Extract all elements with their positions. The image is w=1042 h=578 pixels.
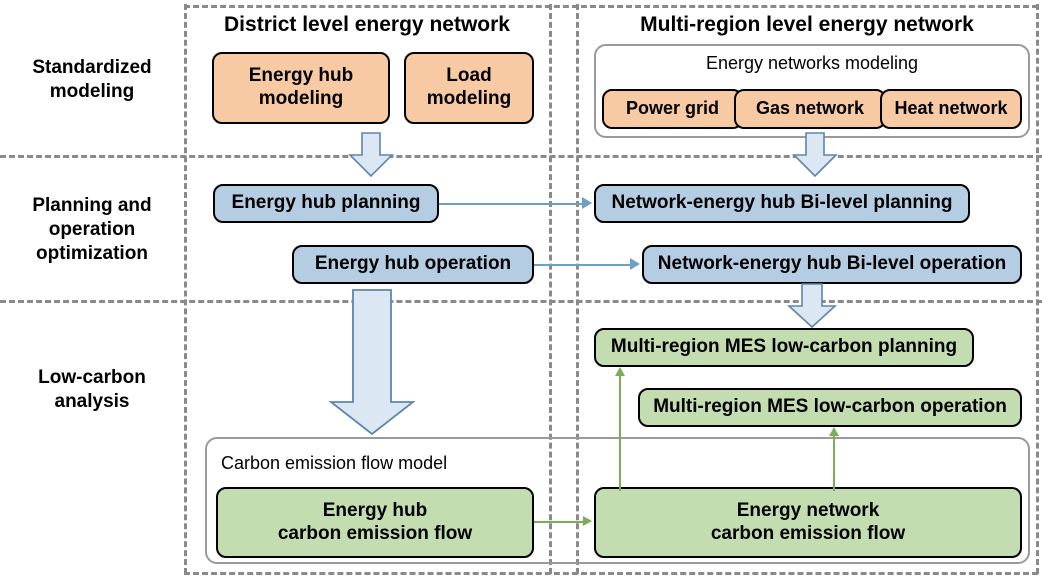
- row-label-text: Low-carbon analysis: [38, 367, 146, 412]
- node-label: Gas network: [755, 98, 865, 119]
- node-heat-network[interactable]: Heat network: [880, 89, 1022, 129]
- node-energy-hub-planning[interactable]: Energy hub planning: [213, 184, 439, 223]
- connector-network-cef-to-lowcarbon-operation: [833, 436, 835, 491]
- arrowhead-hub-operation-to-bilevel-operation: [630, 258, 640, 270]
- node-gas-network[interactable]: Gas network: [734, 89, 886, 129]
- container-carbon-emission-flow-model: [205, 437, 1030, 564]
- node-label: Multi-region MES low-carbon planning: [610, 336, 958, 358]
- node-network-energy-hub-bi-level-planning[interactable]: Network-energy hub Bi-level planning: [594, 184, 970, 223]
- row-divider-top: [184, 5, 1038, 8]
- node-label: Power grid: [625, 98, 719, 119]
- node-energy-network-carbon-emission-flow[interactable]: Energy network carbon emission flow: [594, 487, 1022, 558]
- node-line1: Energy hub: [248, 65, 354, 87]
- block-arrow-modeling-to-planning-multi-region: [792, 132, 838, 178]
- region-divider-right-close: [1036, 4, 1039, 574]
- arrowhead-hub-cef-to-network-cef: [583, 516, 592, 526]
- node-line1: Load: [446, 65, 492, 87]
- arrowhead-hub-planning-to-bilevel-planning: [582, 197, 592, 209]
- row-label-standardized-modeling: Standardized modeling: [6, 40, 178, 120]
- column-header-district-level: District level energy network: [188, 10, 546, 40]
- block-arrow-modeling-to-planning-district: [348, 132, 394, 178]
- column-header-text: Multi-region level energy network: [640, 13, 974, 36]
- row-label-planning-operation-optimization: Planning and operation optimization: [6, 185, 178, 275]
- node-line2: carbon emission flow: [277, 522, 473, 544]
- arrowhead-network-cef-to-lowcarbon-operation: [829, 427, 839, 436]
- container-title-energy-networks-modeling: Energy networks modeling: [705, 52, 919, 73]
- node-label: Energy hub planning: [231, 192, 421, 214]
- block-arrow-planning-to-lowcarbon-district: [328, 289, 416, 436]
- node-line2: modeling: [426, 88, 512, 109]
- connector-hub-planning-to-bilevel-planning: [439, 203, 582, 205]
- node-line2: modeling: [258, 88, 344, 109]
- row-divider-planning-lowcarbon: [0, 300, 1042, 303]
- row-label-low-carbon-analysis: Low-carbon analysis: [6, 355, 178, 425]
- node-label: Network-energy hub Bi-level planning: [611, 192, 953, 214]
- block-arrow-planning-to-lowcarbon-multi-region: [786, 283, 838, 329]
- node-energy-hub-operation[interactable]: Energy hub operation: [292, 245, 534, 284]
- node-label: Heat network: [894, 98, 1008, 119]
- connector-network-cef-to-lowcarbon-planning: [619, 376, 621, 491]
- node-line1: Energy hub: [322, 499, 428, 521]
- node-multi-region-mes-low-carbon-planning[interactable]: Multi-region MES low-carbon planning: [594, 328, 974, 367]
- node-energy-hub-modeling[interactable]: Energy hub modeling: [212, 52, 390, 124]
- row-divider-bottom: [184, 572, 1038, 575]
- column-header-multi-region-level: Multi-region level energy network: [580, 10, 1034, 40]
- arrowhead-network-cef-to-lowcarbon-planning: [615, 367, 625, 376]
- node-line1: Energy network: [736, 499, 880, 521]
- node-multi-region-mes-low-carbon-operation[interactable]: Multi-region MES low-carbon operation: [638, 388, 1022, 427]
- column-header-text: District level energy network: [224, 13, 510, 36]
- region-divider-left: [184, 4, 187, 574]
- row-label-text: Planning and operation optimization: [32, 195, 152, 264]
- row-divider-modeling-planning: [0, 155, 1042, 158]
- node-label: Energy hub operation: [314, 253, 512, 275]
- region-divider-right-open: [576, 4, 579, 574]
- node-load-modeling[interactable]: Load modeling: [404, 52, 534, 124]
- container-title-carbon-emission-flow-model: Carbon emission flow model: [221, 452, 448, 473]
- node-power-grid[interactable]: Power grid: [602, 89, 743, 129]
- connector-hub-operation-to-bilevel-operation: [534, 264, 630, 266]
- region-divider-left-close: [549, 4, 552, 574]
- node-label: Multi-region MES low-carbon operation: [653, 396, 1007, 418]
- row-label-text: Standardized modeling: [32, 57, 152, 102]
- node-energy-hub-carbon-emission-flow[interactable]: Energy hub carbon emission flow: [216, 487, 534, 558]
- node-network-energy-hub-bi-level-operation[interactable]: Network-energy hub Bi-level operation: [642, 245, 1022, 284]
- node-label: Network-energy hub Bi-level operation: [657, 253, 1007, 275]
- node-line2: carbon emission flow: [710, 522, 906, 544]
- connector-hub-cef-to-network-cef: [534, 521, 583, 523]
